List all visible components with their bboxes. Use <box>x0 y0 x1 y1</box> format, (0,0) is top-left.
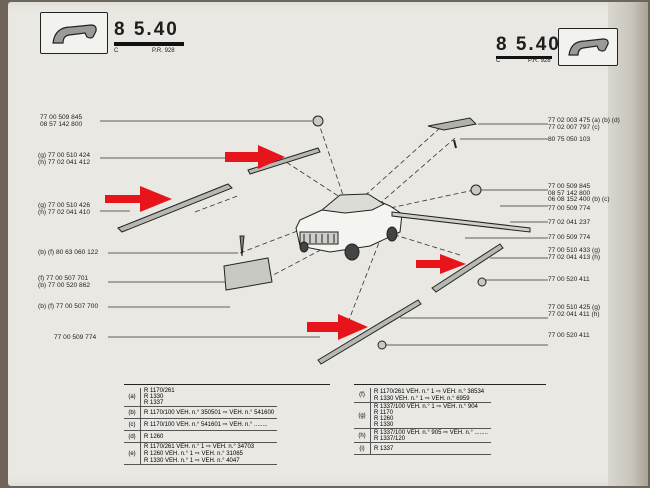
text-line: (g) 77 00 510 426 <box>38 202 91 209</box>
part-label: (g) 77 00 510 424(h) 77 02 041 412 <box>38 152 91 166</box>
text-line: R 1170/100 VEH. n.° 350501 ⇨ VEH. n.° 54… <box>140 406 278 419</box>
header-pr-left: P.R. 928 <box>152 48 175 54</box>
table-cell: R 1337/100 VEH. n.° 905 ⇨ VEH. n.° .....… <box>370 428 491 443</box>
table-row: (h)R 1337/100 VEH. n.° 905 ⇨ VEH. n.° ..… <box>354 428 491 443</box>
text-line: 77 02 007 797 (c) <box>548 123 600 131</box>
part-label: 77 00 509 774 <box>548 205 591 212</box>
part-label: 77 00 509 774 <box>54 334 97 341</box>
door-handle-icon <box>558 28 618 66</box>
part-label: 77 00 520 411 <box>548 332 590 339</box>
text-line: R 1337 <box>370 442 491 455</box>
text-line: 08 57 142 800 <box>40 120 83 128</box>
applicability-table-right: (f)R 1170/261 VEH. n.° 1 ⇨ VEH. n.° 3853… <box>354 388 491 455</box>
part-label: (f) 77 00 507 701(b) 77 00 520 862 <box>38 275 91 289</box>
part-label: 80 75 050 103 <box>548 136 591 143</box>
header-letter-left: C <box>114 48 119 54</box>
table-row: (c)R 1170/100 VEH. n.° 541601 ⇨ VEH. n.°… <box>124 418 278 431</box>
page-code-right: 8 5.40 <box>496 34 561 55</box>
text-line: R 1260 VEH. n.° 1 ⇨ VEH. n.° 31065 <box>144 451 243 457</box>
text-line: 77 02 041 413 (h) <box>548 253 601 261</box>
text-line: 77 00 509 845 <box>548 183 591 190</box>
red-arrow-icon <box>105 145 466 340</box>
text-line: R 1337/100 VEH. n.° 905 ⇨ VEH. n.° .....… <box>374 430 488 436</box>
text-line: (h) 77 02 041 410 <box>38 208 91 216</box>
door-handle-icon <box>40 12 108 54</box>
book-binding <box>608 2 648 486</box>
text-line: (h) 77 02 041 412 <box>38 158 91 166</box>
text-line: R 1170/261 <box>144 388 175 394</box>
part-label: (g) 77 00 510 426(h) 77 02 041 410 <box>38 202 91 216</box>
text-line: R 1170/261 VEH. n.° 1 ⇨ VEH. n.° 34703 <box>144 444 255 450</box>
table-row: (f)R 1170/261 VEH. n.° 1 ⇨ VEH. n.° 3853… <box>354 388 491 403</box>
header-pr-right: P.R. 928 <box>528 58 551 64</box>
text-line: (f) 77 00 507 701 <box>38 275 89 282</box>
table-row: (d)R 1260 <box>124 430 278 443</box>
table-row: (e)R 1170/261 VEH. n.° 1 ⇨ VEH. n.° 3470… <box>124 442 278 465</box>
text-line: R 1330 <box>374 422 394 428</box>
part-label: 77 00 520 411 <box>548 276 590 283</box>
text-line: 77 02 003 475 (a) (b) (d) <box>548 117 620 124</box>
part-label: 77 00 510 425 (g)77 02 041 411 (h) <box>548 304 601 318</box>
part-label: 77 00 510 433 (g)77 02 041 413 (h) <box>548 247 601 261</box>
text-line: (g) 77 00 510 424 <box>38 152 91 159</box>
text-line: 77 00 510 425 (g) <box>548 304 601 311</box>
part-label: 77 00 509 774 <box>548 234 591 241</box>
text-line: 08 57 142 800 <box>548 189 591 197</box>
text-line: R 1330 VEH. n.° 1 ⇨ VEH. n.° 4047 <box>144 458 240 464</box>
part-label: 77 02 041 237 <box>548 219 591 226</box>
text-line: (f) <box>354 388 371 403</box>
text-line: R 1170/261 VEH. n.° 1 ⇨ VEH. n.° 38534 <box>374 389 485 395</box>
table-row: (b)R 1170/100 VEH. n.° 350501 ⇨ VEH. n.°… <box>124 406 278 419</box>
car-illustration <box>295 193 403 261</box>
text-line: R 1337 <box>144 400 164 406</box>
table-row: (i)R 1337 <box>354 442 491 455</box>
text-line: R 1260 <box>374 416 394 422</box>
text-line: 77 02 041 411 (h) <box>548 310 600 318</box>
text-line: R 1170 <box>374 410 393 416</box>
text-line: (b) <box>124 406 141 419</box>
header-letter-right: C <box>496 58 501 64</box>
text-line: (c) <box>124 418 141 431</box>
text-line: R 1337/100 VEH. n.° 1 ⇨ VEH. n.° 904 <box>374 404 478 410</box>
text-line: (e) <box>124 442 141 465</box>
part-label: (b) (f) 80 63 060 122 <box>38 249 99 256</box>
part-label: (b) (f) 77 00 507 700 <box>38 303 99 310</box>
text-line: (a) <box>124 388 141 407</box>
table-rule <box>124 384 330 385</box>
text-line: 77 00 510 433 (g) <box>548 247 601 254</box>
text-line: (b) 77 00 520 862 <box>38 281 91 289</box>
part-label: 77 02 003 475 (a) (b) (d)77 02 007 797 (… <box>548 117 620 131</box>
table-rule <box>354 384 546 385</box>
text-line: (i) <box>354 442 371 455</box>
text-line: R 1170/100 VEH. n.° 541601 ⇨ VEH. n.° ..… <box>140 418 278 431</box>
header-rule-right <box>496 56 552 59</box>
text-line: (g) <box>354 402 371 429</box>
text-line: (d) <box>124 430 141 443</box>
text-line: R 1330 <box>144 394 164 400</box>
text-line: 77 00 509 845 <box>40 114 83 121</box>
text-line: (h) <box>354 428 371 443</box>
header-rule-left <box>114 42 184 46</box>
text-line: R 1337/120 <box>374 436 406 442</box>
text-line: R 1330 VEH. n.° 1 ⇨ VEH. n.° 6959 <box>374 396 470 402</box>
page-code-left: 8 5.40 <box>114 19 179 40</box>
text-line: R 1260 <box>140 430 278 443</box>
text-line: 06 08 152 400 (b) (c) <box>548 196 610 204</box>
